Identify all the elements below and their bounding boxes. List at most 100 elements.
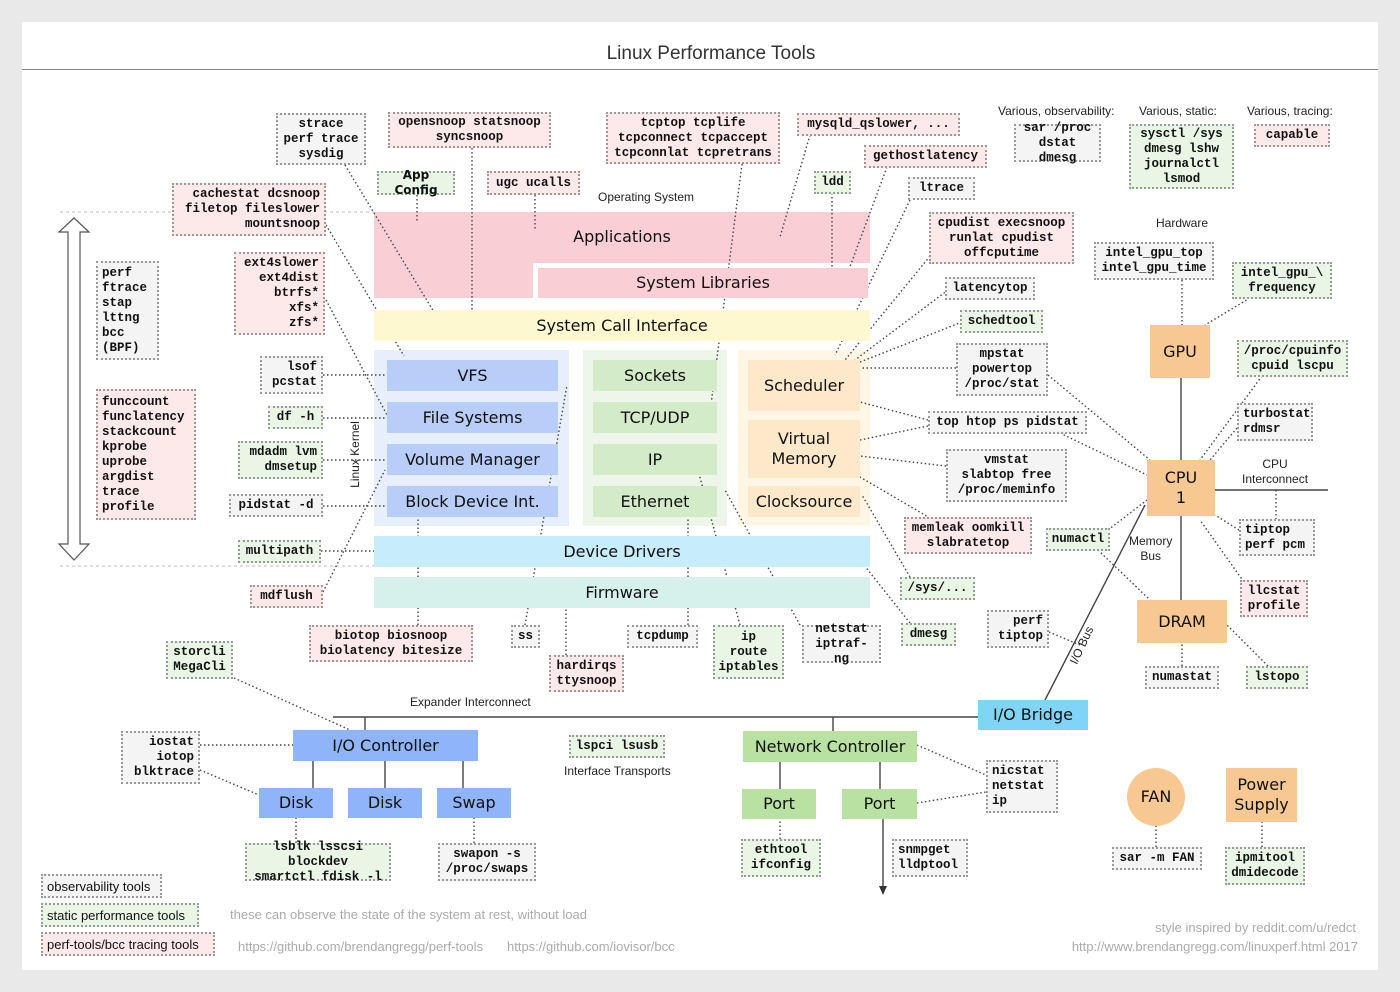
tool-box-nicstat: nicstat netstat ip: [986, 760, 1058, 813]
io-bridge: I/O Bridge: [978, 700, 1088, 730]
perf-tools-link[interactable]: https://github.com/brendangregg/perf-too…: [238, 939, 483, 954]
port-2: Port: [842, 789, 917, 819]
cpu-interconnect-label: CPU Interconnect: [1242, 457, 1309, 486]
tool-box-tiptop-pcm: tiptop perf pcm: [1239, 519, 1315, 556]
tool-box-netstat: netstat iptraf-ng: [802, 622, 881, 666]
system-call-interface-layer: System Call Interface: [374, 310, 870, 341]
sockets: Sockets: [593, 360, 717, 391]
vfs: VFS: [387, 360, 558, 391]
source-link[interactable]: http://www.brendangregg.com/linuxperf.ht…: [1071, 939, 1358, 954]
tool-box-ethtool: ethtool ifconfig: [741, 839, 821, 877]
legend-tracing: perf-tools/bcc tracing tools: [41, 932, 215, 956]
tool-box-sysctl: sysctl /sys dmesg lshw journalctl lsmod: [1129, 124, 1234, 189]
legend-observability: observability tools: [41, 874, 162, 898]
port-1: Port: [742, 789, 816, 819]
tool-box-schedtool: schedtool: [960, 310, 1043, 333]
tool-box-perf-tiptop: perf tiptop: [987, 610, 1049, 648]
tool-box-mdflush: mdflush: [250, 585, 323, 608]
operating-system-label: Operating System: [598, 190, 695, 204]
tool-box-top-htop: top htop ps pidstat: [928, 411, 1087, 434]
system-libraries-layer: System Libraries: [538, 268, 868, 298]
tool-box-cpudist: cpudist execsnoop runlat cpudist offcput…: [929, 212, 1074, 264]
io-controller: I/O Controller: [293, 730, 478, 761]
tool-box-memleak: memleak oomkill slabratetop: [904, 517, 1032, 554]
scheduler: Scheduler: [748, 360, 860, 411]
tool-box-lspci: lspci lsusb: [569, 735, 665, 758]
expander-interconnect-label: Expander Interconnect: [410, 695, 531, 709]
tool-box-llcstat: llcstat profile: [1240, 580, 1308, 617]
tool-box-cachestat: cachestat dcsnoop filetop fileslower mou…: [172, 183, 326, 236]
tool-box-sys: /sys/...: [900, 577, 975, 600]
virtual-memory: Virtual Memory: [748, 420, 860, 478]
tool-box-intel-gpu-top: intel_gpu_top intel_gpu_time: [1094, 242, 1214, 280]
vertical-double-arrow: [57, 217, 91, 561]
tool-box-ip-route: ip route iptables: [713, 625, 784, 679]
bcc-link[interactable]: https://github.com/iovisor/bcc: [507, 939, 675, 954]
tool-box-funccount: funccount funclatency stackcount kprobe …: [96, 389, 196, 520]
clocksource: Clocksource: [748, 486, 860, 517]
tool-box-vmstat: vmstat slabtop free /proc/meminfo: [946, 449, 1067, 502]
fan: FAN: [1127, 768, 1185, 826]
file-systems: File Systems: [387, 402, 558, 433]
ip-layer: IP: [593, 444, 717, 475]
tool-box-ss: ss: [511, 625, 540, 648]
ethernet: Ethernet: [593, 486, 717, 517]
tool-box-sar-fan: sar -m FAN: [1112, 847, 1202, 870]
tool-box-turbostat: turbostat rdmsr: [1237, 403, 1313, 441]
memory-bus-label: Memory Bus: [1129, 534, 1173, 563]
static-tools-note: these can observe the state of the syste…: [230, 907, 587, 922]
tool-box-latencytop: latencytop: [945, 277, 1035, 300]
various-static-label: Various, static:: [1139, 104, 1217, 118]
tool-box-iostat: iostat iotop blktrace: [121, 731, 200, 784]
tool-box-dmesg: dmesg: [901, 623, 956, 646]
tool-box-lstopo: lstopo: [1246, 666, 1308, 689]
firmware-layer: Firmware: [374, 577, 870, 608]
legend-static: static performance tools: [41, 903, 199, 927]
tool-box-app-config: App Config: [377, 168, 455, 197]
volume-manager: Volume Manager: [387, 444, 558, 475]
tool-box-pidstat-d: pidstat -d: [229, 494, 323, 517]
network-controller: Network Controller: [743, 731, 917, 762]
tool-box-capable: capable: [1254, 124, 1330, 147]
port-arrow-head: [879, 886, 887, 895]
interface-transports-label: Interface Transports: [564, 764, 671, 778]
power-supply: Power Supply: [1226, 768, 1297, 822]
disk-1: Disk: [259, 788, 333, 818]
tool-box-storcli: storcli MegaCli: [166, 641, 233, 679]
tool-box-perf-ftrace: perf ftrace stap lttng bcc (BPF): [96, 261, 159, 360]
tool-box-strace: strace perf trace sysdig: [276, 113, 366, 165]
tool-box-cpuinfo: /proc/cpuinfo cpuid lscpu: [1237, 340, 1348, 377]
tool-box-gethostlatency: gethostlatency: [864, 145, 987, 168]
tool-box-lsof: lsof pcstat: [260, 356, 323, 394]
cpu: CPU 1: [1147, 460, 1215, 516]
tool-box-ext4slower: ext4slower ext4dist btrfs* xfs* zfs*: [234, 252, 325, 335]
device-drivers-layer: Device Drivers: [374, 536, 870, 567]
tool-box-sar-proc: sar /proc dstat dmesg: [1014, 121, 1101, 165]
swap: Swap: [437, 788, 511, 818]
various-tracing-label: Various, tracing:: [1247, 104, 1333, 118]
tool-box-mysqld-qslower: mysqld_qslower, ...: [797, 113, 960, 136]
tool-box-df: df -h: [268, 406, 323, 429]
tool-box-swapon: swapon -s /proc/swaps: [438, 843, 536, 881]
tool-box-ugc: ugc ucalls: [487, 171, 580, 195]
tool-box-tcpdump: tcpdump: [627, 625, 698, 648]
tool-box-mdadm: mdadm lvm dmsetup: [238, 441, 323, 479]
tool-box-hardirqs: hardirqs ttysnoop: [549, 655, 624, 692]
tool-box-ipmitool: ipmitool dmidecode: [1225, 847, 1305, 885]
linux-kernel-label: Linux Kernel: [347, 421, 362, 488]
tool-box-ltrace: ltrace: [908, 177, 975, 200]
block-device-interface: Block Device Int.: [387, 486, 558, 517]
dram: DRAM: [1137, 600, 1227, 643]
page-title: Linux Performance Tools: [606, 43, 816, 64]
various-observability-label: Various, observability:: [998, 104, 1115, 118]
tool-box-opensnoop: opensnoop statsnoop syncsnoop: [388, 112, 551, 148]
tool-box-snmpget: snmpget lldptool: [892, 839, 968, 877]
applications-layer: Applications: [573, 227, 671, 246]
tcp-udp: TCP/UDP: [593, 402, 717, 433]
tool-box-intel-gpu-frequency: intel_gpu_\ frequency: [1232, 262, 1332, 299]
gpu: GPU: [1150, 325, 1210, 378]
disk-2: Disk: [348, 788, 422, 818]
tool-box-multipath: multipath: [238, 540, 321, 563]
tool-box-biotop: biotop biosnoop biolatency bitesize: [309, 625, 473, 662]
style-credit: style inspired by reddit.com/u/redct: [1155, 920, 1356, 935]
